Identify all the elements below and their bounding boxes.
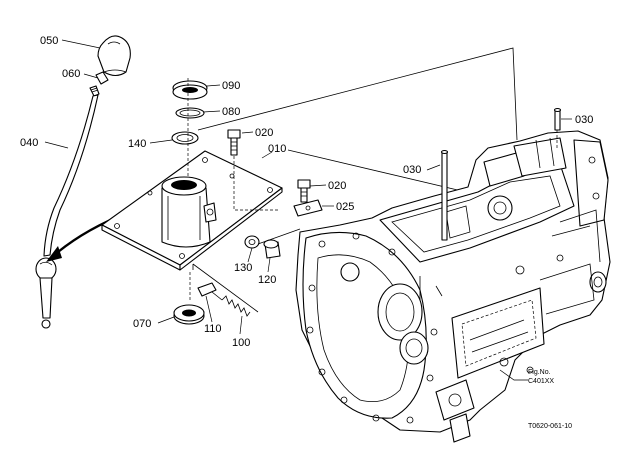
- plug-120: [263, 239, 281, 259]
- label-080: 080: [222, 106, 240, 118]
- label-120: 120: [258, 274, 276, 286]
- spring-100: [221, 295, 251, 317]
- bolt-020-upper: [227, 129, 241, 156]
- label-020-upper: 020: [255, 127, 273, 139]
- drawing-reference: T0620-061-10: [528, 423, 572, 430]
- snap-ring-080: [175, 107, 205, 119]
- label-030-right: 030: [575, 114, 593, 126]
- label-010: 010: [268, 143, 286, 155]
- shift-knob: [97, 35, 131, 77]
- label-070: 070: [133, 318, 151, 330]
- pin-030-left: [440, 149, 449, 241]
- seal-070: [173, 304, 205, 325]
- figure-number-heading: Fig.No.: [528, 369, 551, 376]
- label-110: 110: [204, 323, 222, 335]
- label-030-left: 030: [403, 164, 421, 176]
- shift-tower: [161, 176, 217, 248]
- pin-030-right: [553, 107, 562, 131]
- label-060: 060: [62, 68, 80, 80]
- label-020-lower: 020: [328, 180, 346, 192]
- washer-140: [171, 131, 199, 145]
- label-130: 130: [234, 262, 252, 274]
- knob-nut: [95, 71, 109, 85]
- plate-025: [293, 199, 323, 217]
- transmission-case: [295, 130, 611, 443]
- leader-lines: [44, 39, 572, 381]
- washer-130: [244, 235, 260, 249]
- label-040: 040: [20, 137, 38, 149]
- bolt-020-lower: [297, 179, 311, 203]
- label-140: 140: [128, 138, 146, 150]
- seal-ring-090: [172, 80, 208, 100]
- detent-pin-110: [197, 282, 223, 301]
- shift-lever-rod: [35, 85, 100, 329]
- label-025: 025: [336, 201, 354, 213]
- label-100: 100: [232, 337, 250, 349]
- label-050: 050: [40, 35, 58, 47]
- label-090: 090: [222, 80, 240, 92]
- figure-number-code: C401XX: [528, 378, 554, 385]
